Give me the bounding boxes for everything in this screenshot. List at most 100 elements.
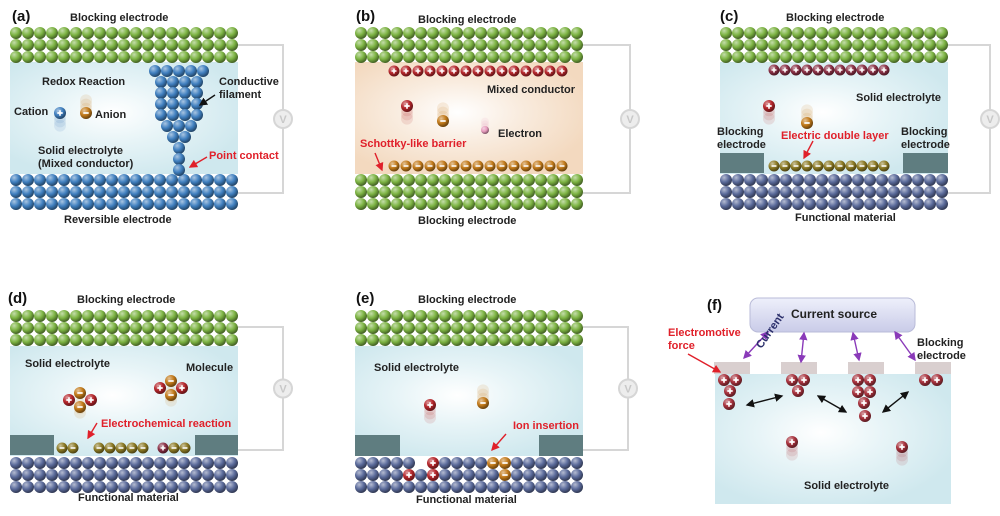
cation-ion: [852, 374, 864, 386]
atom: [732, 27, 744, 39]
atom: [70, 481, 82, 493]
atom: [912, 174, 924, 186]
atom: [792, 27, 804, 39]
plus-sign-icon: [804, 67, 810, 73]
filament-atom: [179, 76, 191, 88]
atom: [82, 39, 94, 51]
atom: [840, 174, 852, 186]
atom: [190, 322, 202, 334]
top-electrode-label: Blocking electrode: [70, 12, 169, 24]
plus-sign-icon: [427, 68, 433, 74]
atom: [202, 27, 214, 39]
emf-label-line2: force: [668, 340, 695, 352]
atom: [94, 310, 106, 322]
cation-ion: [834, 64, 846, 76]
atom: [535, 39, 547, 51]
filament-label-line2: filament: [219, 89, 262, 101]
atom: [547, 481, 559, 493]
atom: [475, 39, 487, 51]
atom: [547, 51, 559, 63]
atom: [403, 27, 415, 39]
cation-ion: [556, 65, 568, 77]
medium-label-line1: Solid electrolyte: [38, 145, 123, 157]
atom: [34, 198, 46, 210]
atom: [499, 186, 511, 198]
panel-f: (f) Current source Electromotive force C…: [668, 270, 1000, 516]
atom: [10, 481, 22, 493]
atom: [118, 334, 130, 346]
atom: [535, 322, 547, 334]
atom: [190, 51, 202, 63]
plus-sign-icon: [430, 460, 436, 466]
right-blocking-electrode-pad: [903, 153, 948, 173]
atom: [792, 186, 804, 198]
cation-ion: [864, 374, 876, 386]
atom: [154, 198, 166, 210]
current-source-box: [749, 297, 916, 333]
atom: [190, 334, 202, 346]
atom: [46, 186, 58, 198]
atom: [58, 481, 70, 493]
filament-atom: [173, 153, 185, 165]
cation-ion: [823, 64, 835, 76]
plus-sign-icon: [403, 68, 409, 74]
atom: [535, 469, 547, 481]
atom: [58, 310, 70, 322]
atom: [379, 186, 391, 198]
atom: [876, 174, 888, 186]
atom: [439, 469, 451, 481]
atom: [58, 457, 70, 469]
voltmeter-label: V: [279, 114, 287, 126]
atom: [511, 469, 523, 481]
anion-ion: [67, 442, 79, 454]
atom: [840, 27, 852, 39]
blocking-electrode-label-line2: electrode: [917, 350, 966, 362]
atom: [900, 198, 912, 210]
atom: [379, 334, 391, 346]
atom: [94, 186, 106, 198]
atom: [535, 310, 547, 322]
current-arrow: [850, 331, 862, 362]
atom: [367, 457, 379, 469]
atom: [547, 39, 559, 51]
atom: [214, 174, 226, 186]
atom: [780, 39, 792, 51]
atom: [463, 322, 475, 334]
atom: [888, 39, 900, 51]
atom: [768, 27, 780, 39]
atom: [355, 469, 367, 481]
atom: [936, 198, 948, 210]
cation-ion: [176, 382, 188, 394]
atom: [475, 27, 487, 39]
atom: [463, 198, 475, 210]
atom: [439, 186, 451, 198]
plus-sign-icon: [57, 110, 63, 116]
plus-sign-icon: [475, 68, 481, 74]
atom: [792, 198, 804, 210]
atom: [439, 198, 451, 210]
atom: [34, 39, 46, 51]
schottky-barrier-label: Schottky-like barrier: [360, 138, 467, 150]
atom: [499, 198, 511, 210]
motion-trail: [80, 94, 92, 107]
atom: [840, 39, 852, 51]
atom: [226, 174, 238, 186]
atom: [226, 310, 238, 322]
solid-electrolyte-label: Solid electrolyte: [374, 362, 459, 374]
atom: [58, 39, 70, 51]
atom: [58, 469, 70, 481]
atom: [876, 27, 888, 39]
atom: [427, 39, 439, 51]
atom: [130, 322, 142, 334]
atom: [864, 174, 876, 186]
filament-atom: [197, 65, 209, 77]
cation-ion: [786, 374, 798, 386]
atom: [912, 39, 924, 51]
atom: [226, 51, 238, 63]
atom: [22, 27, 34, 39]
emf-label-line1: Electromotive: [668, 327, 741, 339]
atom: [463, 39, 475, 51]
atom: [94, 39, 106, 51]
atom: [535, 481, 547, 493]
anion-accumulation-layer: [388, 160, 568, 172]
